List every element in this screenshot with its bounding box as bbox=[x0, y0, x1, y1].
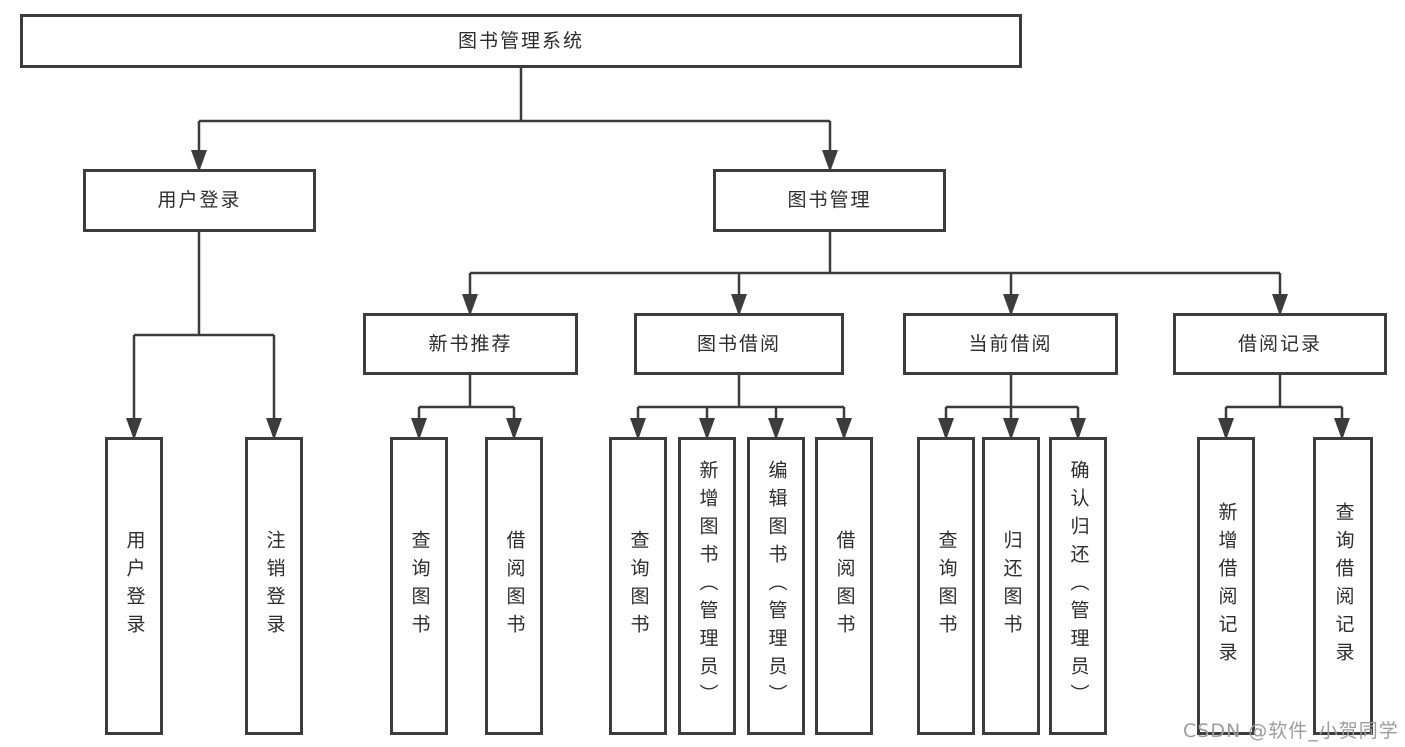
leaf-newbook-query-books-label: 查询图书 bbox=[408, 530, 431, 642]
node-borrow-records-label: 借阅记录 bbox=[1237, 332, 1322, 355]
leaf-current-return-books-label: 归还图书 bbox=[1000, 530, 1023, 642]
leaf-borrow-edit-books-admin-label: 编辑图书（管理员） bbox=[765, 460, 788, 712]
node-book-borrow-label: 图书借阅 bbox=[696, 332, 781, 355]
node-system-root-label: 图书管理系统 bbox=[457, 29, 584, 52]
leaf-current-confirm-return-admin-label: 确认归还（管理员） bbox=[1067, 460, 1090, 712]
csdn-watermark: CSDN @软件_小贺同学 bbox=[1183, 720, 1399, 742]
connector-newbook-to-leaves bbox=[411, 375, 522, 440]
node-user-login: 用户登录 bbox=[83, 169, 316, 232]
node-new-book-recommend: 新书推荐 bbox=[363, 313, 578, 375]
leaf-logout: 注销登录 bbox=[245, 437, 303, 735]
node-book-management: 图书管理 bbox=[713, 169, 946, 232]
leaf-records-add-record-label: 新增借阅记录 bbox=[1215, 502, 1238, 670]
leaf-borrow-query-books-label: 查询图书 bbox=[627, 530, 650, 642]
leaf-records-query-record-label: 查询借阅记录 bbox=[1332, 502, 1355, 670]
connector-borrow-to-leaves bbox=[630, 375, 852, 440]
leaf-borrow-add-books-admin: 新增图书（管理员） bbox=[678, 437, 736, 735]
leaf-user-login-label: 用户登录 bbox=[123, 530, 146, 642]
leaf-newbook-query-books: 查询图书 bbox=[390, 437, 448, 735]
leaf-records-add-record: 新增借阅记录 bbox=[1197, 437, 1255, 735]
node-system-root: 图书管理系统 bbox=[20, 14, 1022, 68]
leaf-newbook-borrow-books-label: 借阅图书 bbox=[503, 530, 526, 642]
node-borrow-records: 借阅记录 bbox=[1173, 313, 1387, 375]
leaf-user-login: 用户登录 bbox=[105, 437, 163, 735]
node-user-login-label: 用户登录 bbox=[157, 189, 242, 212]
connector-records-to-leaves bbox=[1218, 375, 1350, 440]
node-current-borrow-label: 当前借阅 bbox=[968, 332, 1053, 355]
leaf-borrow-add-books-admin-label: 新增图书（管理员） bbox=[696, 460, 719, 712]
leaf-borrow-query-books: 查询图书 bbox=[609, 437, 667, 735]
leaf-borrow-edit-books-admin: 编辑图书（管理员） bbox=[747, 437, 805, 735]
leaf-newbook-borrow-books: 借阅图书 bbox=[485, 437, 543, 735]
node-book-management-label: 图书管理 bbox=[787, 189, 872, 212]
leaf-current-confirm-return-admin: 确认归还（管理员） bbox=[1049, 437, 1107, 735]
leaf-current-query-books: 查询图书 bbox=[917, 437, 975, 735]
node-new-book-recommend-label: 新书推荐 bbox=[428, 332, 513, 355]
leaf-borrow-borrow-books-label: 借阅图书 bbox=[833, 530, 856, 642]
connector-bookmgmt-to-level3 bbox=[462, 232, 1288, 316]
connector-current-to-leaves bbox=[938, 375, 1086, 440]
leaf-records-query-record: 查询借阅记录 bbox=[1313, 437, 1373, 735]
connector-userlogin-to-leaves bbox=[126, 232, 282, 440]
leaf-borrow-borrow-books: 借阅图书 bbox=[815, 437, 873, 735]
leaf-current-return-books: 归还图书 bbox=[982, 437, 1040, 735]
node-book-borrow: 图书借阅 bbox=[634, 313, 844, 375]
node-current-borrow: 当前借阅 bbox=[903, 313, 1118, 375]
leaf-current-query-books-label: 查询图书 bbox=[935, 530, 958, 642]
leaf-logout-label: 注销登录 bbox=[263, 530, 286, 642]
connector-root-to-level2 bbox=[191, 68, 838, 172]
